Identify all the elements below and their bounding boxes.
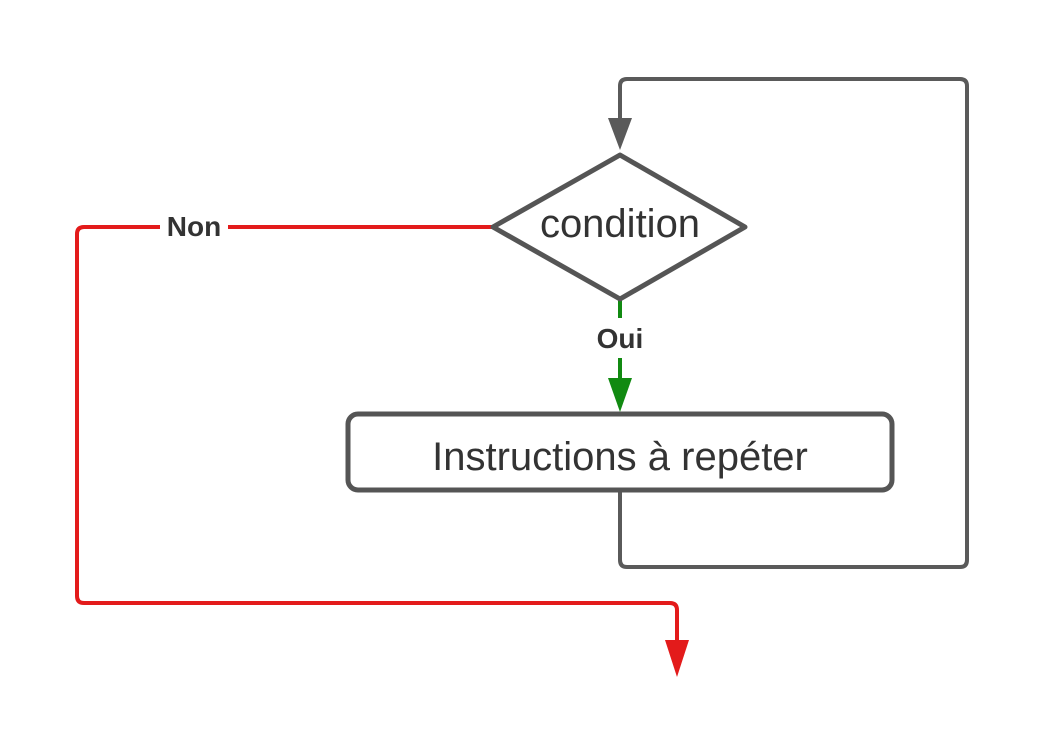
condition-label: condition — [540, 202, 700, 246]
yes-label: Oui — [597, 323, 644, 354]
instructions-node — [345, 411, 895, 493]
no-edge-arrowhead — [665, 640, 689, 677]
loop-back-edge — [618, 77, 969, 569]
no-label: Non — [167, 211, 221, 242]
instructions-label: Instructions à repéter — [432, 435, 808, 479]
condition-node — [490, 152, 748, 302]
yes-edge-arrowhead — [608, 378, 632, 412]
loop-back-arrowhead — [608, 118, 632, 150]
no-edge — [75, 225, 679, 645]
